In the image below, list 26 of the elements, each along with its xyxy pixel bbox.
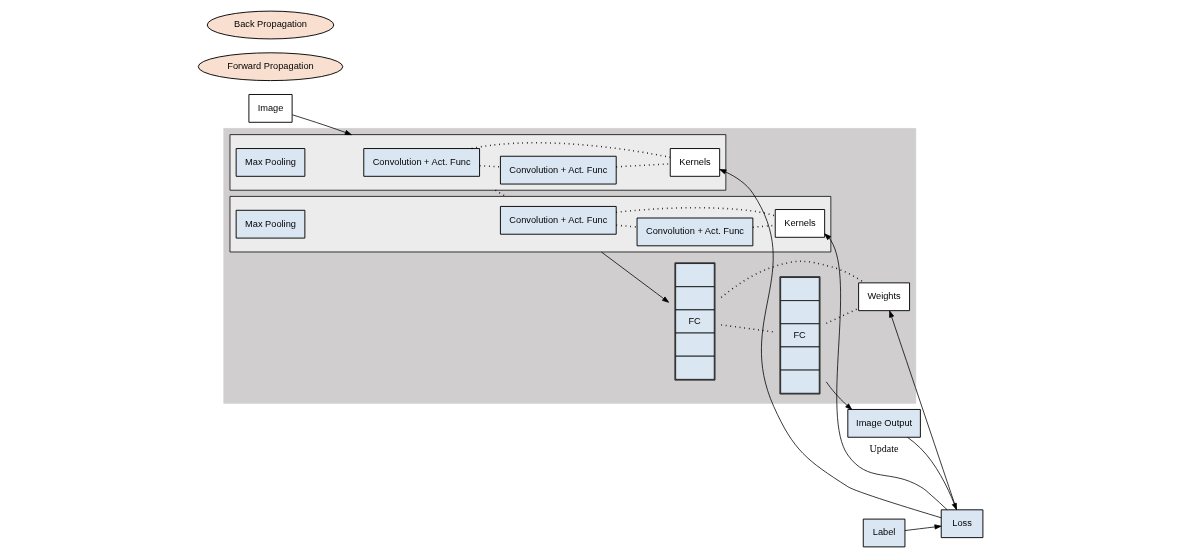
- node-box: Label: [862, 518, 906, 548]
- arrow: [824, 233, 948, 511]
- edge-label: Update: [869, 443, 899, 455]
- arrow: [600, 251, 670, 303]
- node-box: Weights: [858, 282, 911, 312]
- node-box: Image Output: [847, 409, 921, 438]
- node-box: Max Pooling: [235, 148, 306, 177]
- arrow: [904, 524, 942, 531]
- node-ellipse: Forward Propagation: [197, 52, 344, 82]
- node-box: Max Pooling: [235, 209, 306, 239]
- node-box: Convolution + Act. Func: [499, 205, 617, 235]
- node-ellipse: Back Propagation: [206, 10, 335, 40]
- node-box: Kernels: [669, 148, 721, 177]
- arrow: [292, 114, 352, 136]
- connector: [825, 307, 860, 325]
- node-box: Loss: [940, 509, 984, 539]
- connector: [720, 324, 775, 333]
- arrow: [825, 381, 853, 410]
- connector: [615, 163, 671, 168]
- arrow: [719, 169, 942, 519]
- node-box: Image: [248, 94, 293, 123]
- node-box: Convolution + Act. Func: [499, 155, 617, 185]
- node-box: Convolution + Act. Func: [636, 217, 754, 247]
- node-box: Convolution + Act. Func: [363, 148, 481, 177]
- node-box: Kernels: [774, 209, 826, 238]
- connector: [615, 206, 776, 217]
